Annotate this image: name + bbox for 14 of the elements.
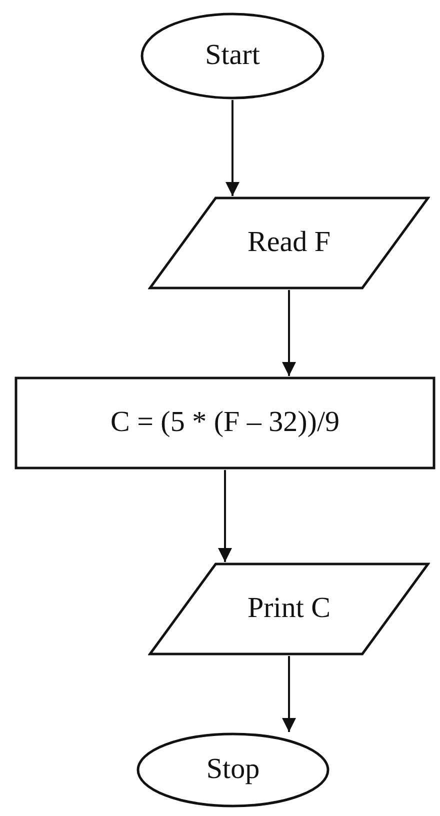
arrow <box>282 656 296 732</box>
node-label: Stop <box>206 752 260 788</box>
node-label: Start <box>205 38 260 74</box>
io-parallelogram <box>148 562 430 656</box>
node-label: Print C <box>248 591 330 626</box>
node-label: C = (5 * (F – 32))/9 <box>110 405 340 440</box>
terminal-ellipse <box>140 12 325 100</box>
node-label: Read F <box>248 225 330 260</box>
arrow <box>226 100 240 196</box>
arrow <box>282 290 296 376</box>
arrow <box>218 470 232 562</box>
process-box <box>14 376 436 470</box>
io-parallelogram <box>148 196 430 290</box>
terminal-ellipse <box>136 732 330 808</box>
